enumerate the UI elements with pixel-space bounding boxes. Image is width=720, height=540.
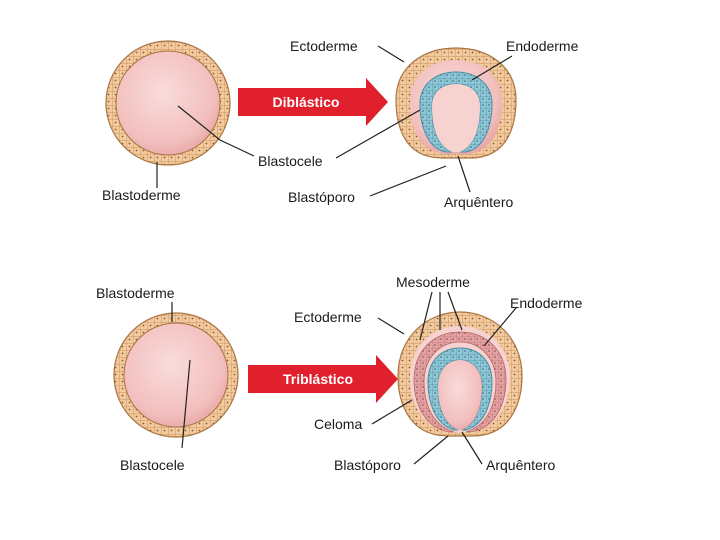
diblastic-arrow: Diblástico (238, 78, 388, 126)
bottom-label-ectoderme: Ectoderme (294, 309, 362, 325)
top-panel: Diblástico Ectoderme Endoderme Blastocel… (102, 38, 579, 210)
bottom-panel: Triblástico Blastoderme Blastocele Mesod… (96, 274, 583, 473)
bottom-label-endoderme: Endoderme (510, 295, 583, 311)
diblastic-arrow-label: Diblástico (273, 94, 340, 110)
top-label-blastocele: Blastocele (258, 153, 323, 169)
top-label-ectoderme: Ectoderme (290, 38, 358, 54)
bottom-label-blastoporo: Blastóporo (334, 457, 401, 473)
bottom-leader-lines (171, 291, 517, 465)
top-label-endoderme: Endoderme (506, 38, 579, 54)
bottom-label-blastocele: Blastocele (120, 457, 185, 473)
top-leader-lines (156, 45, 513, 197)
top-blastula (105, 40, 231, 166)
bottom-label-arquentero: Arquêntero (486, 457, 555, 473)
bottom-gastrula (397, 311, 523, 437)
bottom-label-blastoderme: Blastoderme (96, 285, 175, 301)
bottom-label-celoma: Celoma (314, 416, 362, 432)
top-label-blastoderme: Blastoderme (102, 187, 181, 203)
top-gastrula (395, 47, 517, 159)
bottom-blastula (113, 312, 239, 438)
bottom-label-mesoderme: Mesoderme (396, 274, 470, 290)
triblastic-arrow: Triblástico (248, 355, 398, 403)
triblastic-arrow-label: Triblástico (283, 371, 353, 387)
top-label-arquentero: Arquêntero (444, 194, 513, 210)
top-label-blastoporo: Blastóporo (288, 189, 355, 205)
